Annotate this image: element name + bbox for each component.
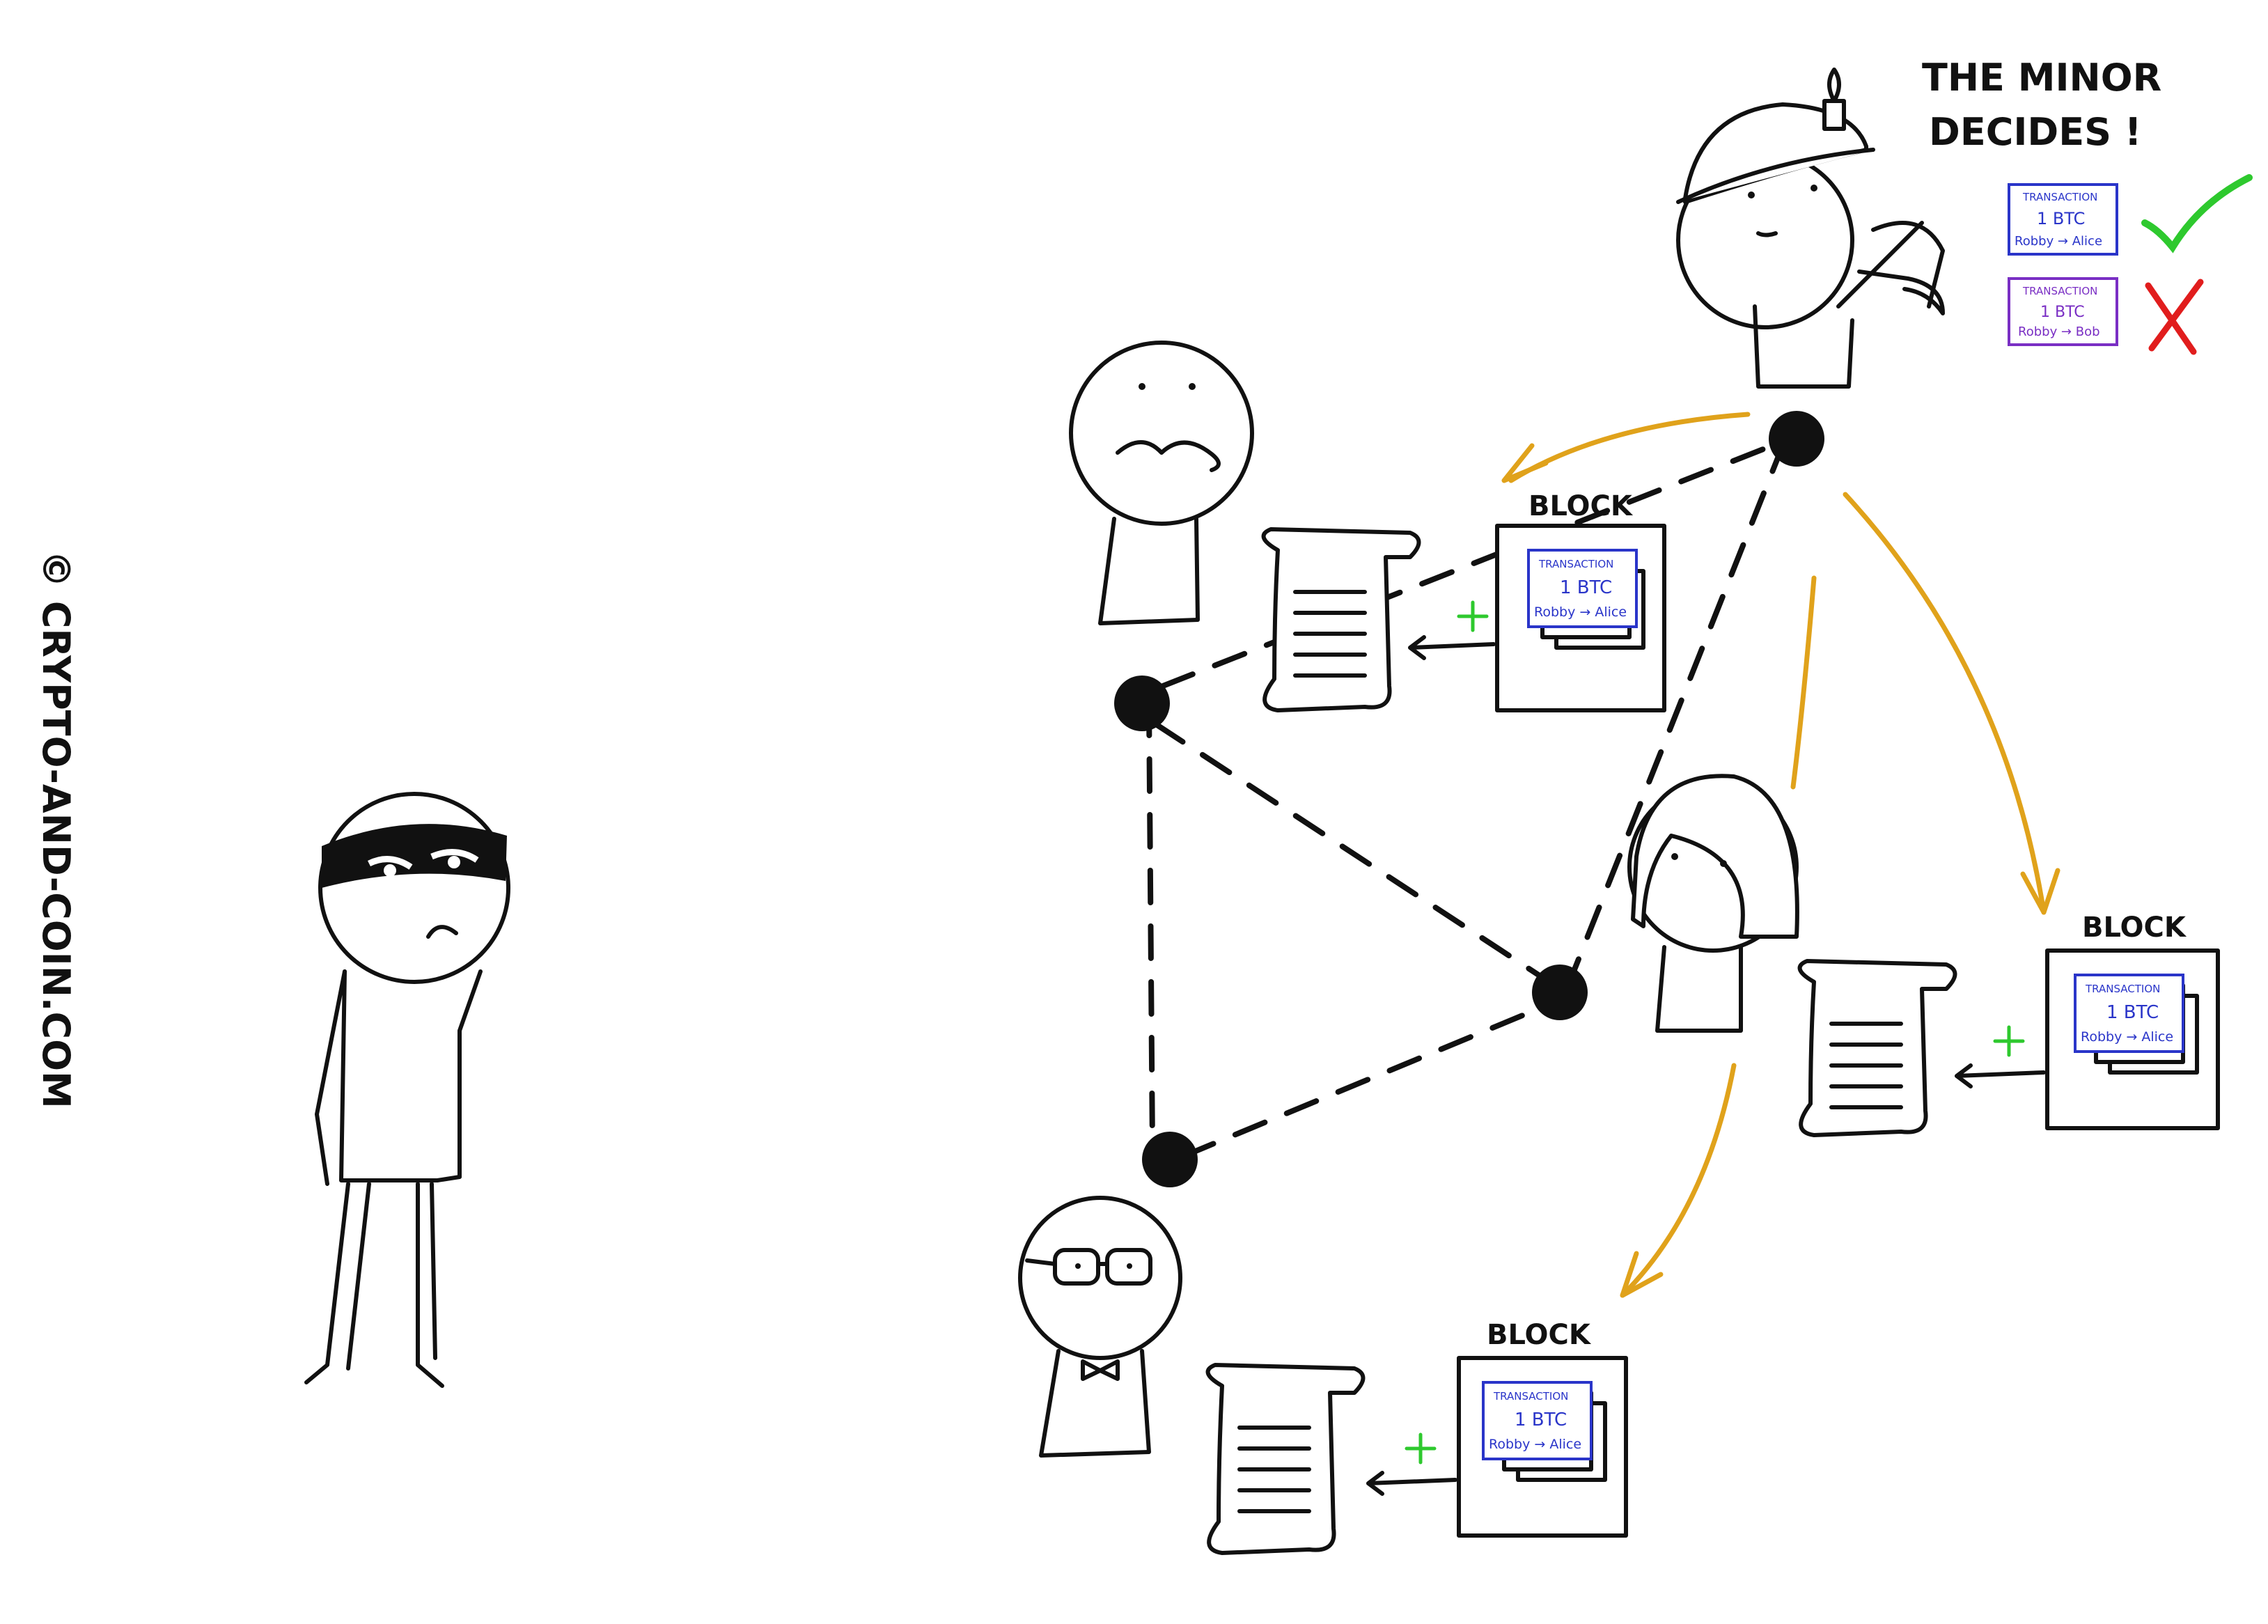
block-top: BLOCK TRANSACTION 1 BTC Robby → Alice <box>1408 490 1666 712</box>
thief-figure <box>304 792 510 1388</box>
tx-amount: 1 BTC <box>2037 209 2085 228</box>
scroll-ledger <box>1205 1363 1366 1555</box>
tx-title: TRANSACTION <box>1493 1390 1568 1403</box>
block-label: BLOCK <box>1528 490 1634 522</box>
caption-line-2: DECIDES ! <box>1929 110 2141 154</box>
copyright-text: © CRYPTO-AND-COIN.COM <box>34 550 78 1109</box>
tx-from-to: Robby → Bob <box>2018 325 2100 339</box>
accepted-transaction: TRANSACTION 1 BTC Robby → Alice <box>2008 183 2118 256</box>
tx-title: TRANSACTION <box>1538 558 1613 570</box>
network-connections <box>1146 436 1792 1159</box>
caption-line-1: THE MINOR <box>1922 56 2161 100</box>
block-bottom: BLOCK TRANSACTION 1 BTC Robby → Alice <box>1366 1319 1628 1538</box>
tx-from-to: Robby → Alice <box>1489 1437 1581 1452</box>
tx-title: TRANSACTION <box>2085 983 2160 995</box>
network-node <box>1114 676 1170 731</box>
cross-mark-icon <box>2145 279 2204 355</box>
girl-with-hair <box>1627 774 1799 1033</box>
miner-with-helmet-and-pickaxe <box>1676 68 1945 389</box>
tx-from-to: Robby → Alice <box>1534 604 1627 620</box>
mustache-person <box>1069 341 1254 625</box>
person-with-glasses-and-bowtie <box>1018 1196 1182 1458</box>
rejected-transaction: TRANSACTION 1 BTC Robby → Bob <box>2008 277 2118 346</box>
tx-amount: 1 BTC <box>2106 1002 2159 1023</box>
block-label: BLOCK <box>1487 1319 1592 1351</box>
block-label: BLOCK <box>2082 912 2187 944</box>
network-node <box>1769 411 1824 467</box>
network-node <box>1532 965 1588 1020</box>
tx-amount: 1 BTC <box>2040 304 2085 321</box>
tx-amount: 1 BTC <box>1560 577 1612 598</box>
broadcast-arrows <box>1501 412 2060 1298</box>
scroll-ledger <box>1797 959 1957 1137</box>
tx-amount: 1 BTC <box>1515 1410 1567 1430</box>
block-right: BLOCK TRANSACTION 1 BTC Robby → Alice <box>1955 912 2220 1130</box>
tx-title: TRANSACTION <box>2022 285 2097 297</box>
tx-from-to: Robby → Alice <box>2081 1029 2173 1045</box>
tx-from-to: Robby → Alice <box>2015 234 2102 249</box>
scroll-ledger <box>1261 527 1421 712</box>
checkmark-icon <box>2141 174 2253 253</box>
network-node <box>1142 1132 1198 1187</box>
tx-title: TRANSACTION <box>2022 191 2097 203</box>
